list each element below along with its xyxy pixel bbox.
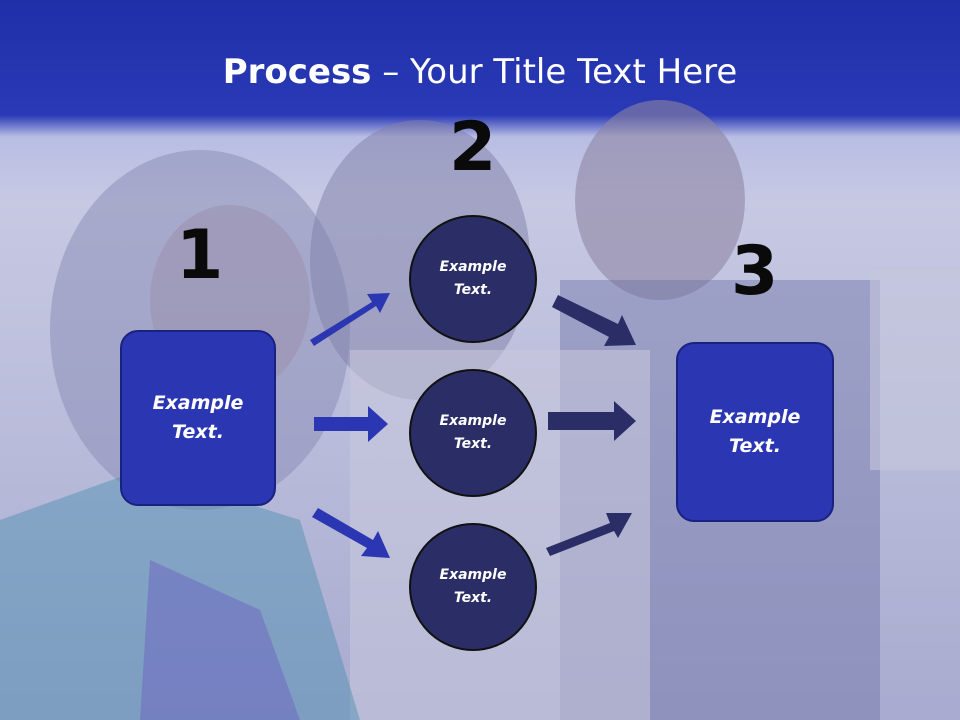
arrow-down-right-icon xyxy=(552,295,636,346)
circle-middle-line1: Example xyxy=(439,413,507,429)
arrow-up-right-icon xyxy=(310,293,390,346)
arrow-right-icon xyxy=(548,401,636,441)
title-bold: Process xyxy=(222,52,372,92)
step-3-line2: Text. xyxy=(729,435,781,457)
circle-middle-line2: Text. xyxy=(453,436,493,452)
step-number-2: 2 xyxy=(449,108,497,187)
step-1-line1: Example xyxy=(152,392,244,414)
arrow-left-group xyxy=(310,293,390,558)
circle-top-line2: Text. xyxy=(453,282,493,298)
step-number-1: 1 xyxy=(176,216,224,295)
step-1-line2: Text. xyxy=(172,421,224,443)
arrow-right-group xyxy=(546,295,636,556)
slide-title: Process – Your Title Text Here xyxy=(0,52,960,92)
arrow-down-right-icon xyxy=(312,508,390,558)
step-number-3: 3 xyxy=(731,232,779,311)
circle-bottom-line2: Text. xyxy=(453,590,493,606)
arrow-right-icon xyxy=(314,406,388,442)
circle-top-line1: Example xyxy=(439,259,507,275)
arrow-up-right-icon xyxy=(546,513,632,556)
circle-bottom-line1: Example xyxy=(439,567,507,583)
step-3-line1: Example xyxy=(709,406,801,428)
title-rest: – Your Title Text Here xyxy=(371,52,738,92)
